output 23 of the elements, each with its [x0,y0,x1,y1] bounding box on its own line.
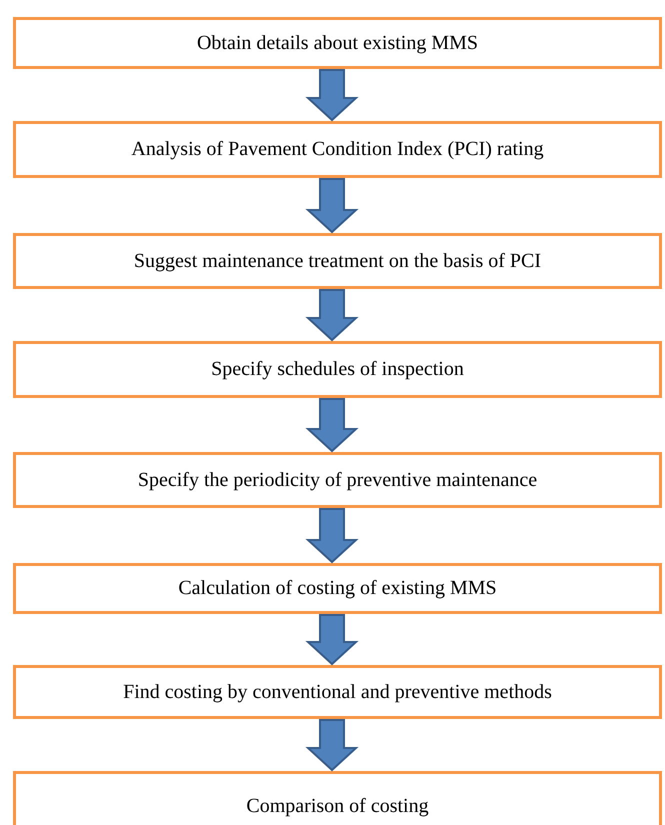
block-arrow [305,508,359,564]
process-box [13,233,662,289]
step-text: Calculation of costing of existing MMS [178,577,497,600]
block-arrow [305,289,359,342]
process-box [13,341,662,398]
step-text: Obtain details about existing MMS [196,32,478,54]
block-arrow [305,614,359,666]
process-box [13,771,662,825]
block-arrow [305,719,359,772]
block-arrow [305,398,359,452]
process-box [13,17,662,69]
step-text: Suggest maintenance treatment on the basis of PCI [134,250,542,272]
step-text: Specify schedules of inspection [211,358,464,381]
block-arrow [305,69,359,122]
step-text: Comparison of costing [246,794,429,818]
process-box [13,452,662,508]
process-box [13,665,662,719]
step-text: Find costing by conventional and preventive methods [123,680,552,704]
process-box [13,563,662,614]
block-arrow [305,178,359,234]
process-box [13,121,662,178]
step-text: Analysis of Pavement Condition Index (PCI) rating [131,138,544,161]
step-text: Specify the periodicity of preventive maintenance [138,468,538,492]
